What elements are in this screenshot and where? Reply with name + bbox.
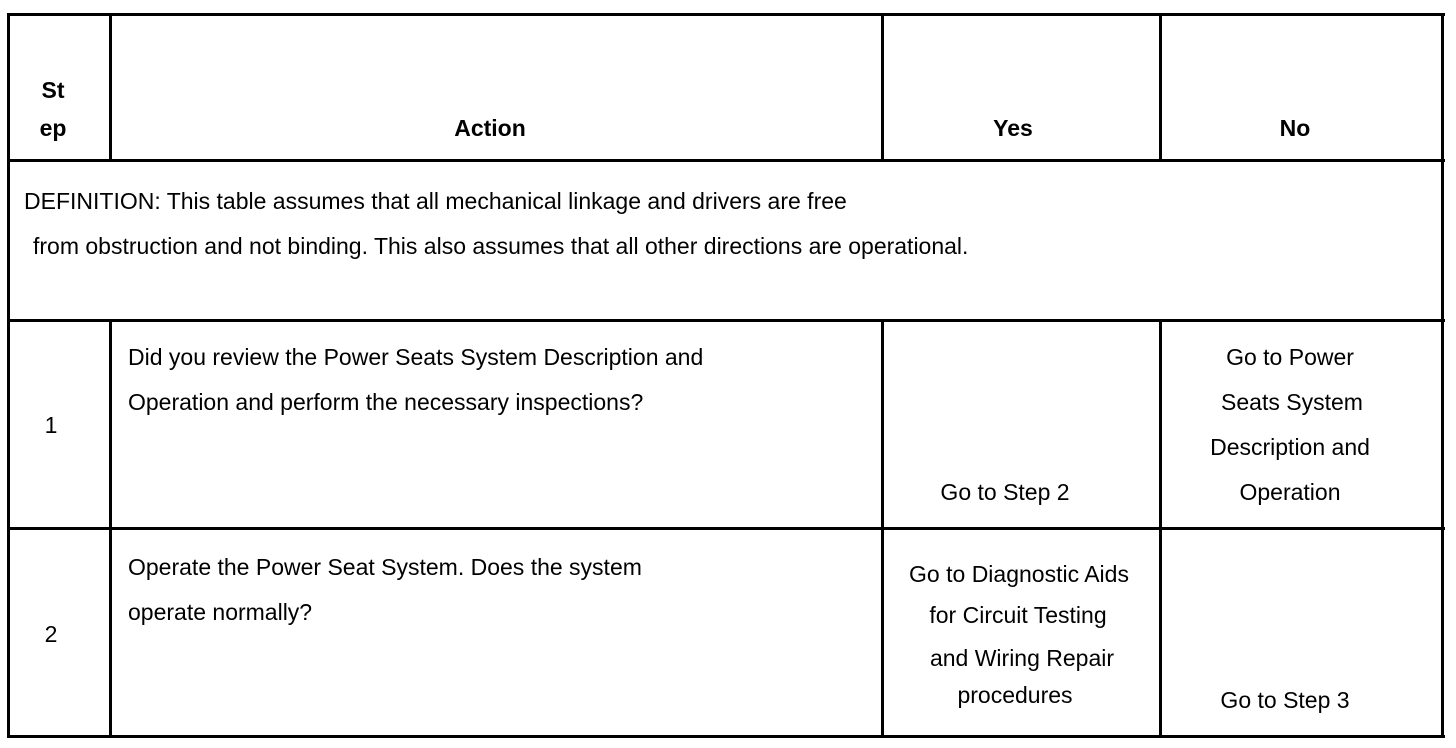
column-divider [1159,319,1162,738]
row1-yes: Go to Step 2 [940,479,1070,505]
definition-divider [7,319,1445,322]
row2-yes-line4: procedures [957,682,1073,708]
row2-action-line1: Operate the Power Seat System. Does the … [128,554,642,580]
header-step-line2: ep [39,115,67,141]
column-divider [881,319,884,738]
table-border-top [7,13,1445,16]
header-action: Action [454,115,526,141]
table-border-left [7,13,10,738]
row1-action-line1: Did you review the Power Seats System De… [128,344,704,370]
row1-no-line3: Description and [1210,434,1370,460]
column-divider [109,13,112,162]
header-no: No [1279,115,1311,141]
header-divider [7,159,1445,162]
row2-action-line2: operate normally? [128,599,313,625]
row1-action-line2: Operation and perform the necessary insp… [128,389,644,415]
table-border-right [1441,13,1444,738]
definition-line2: from obstruction and not binding. This a… [33,233,969,259]
header-step-line1: St [41,77,65,103]
row1-no-line2: Seats System [1221,389,1363,415]
row1-no-line4: Operation [1239,479,1341,505]
column-divider [1159,13,1162,162]
row-divider [7,527,1445,530]
column-divider [109,319,112,738]
row2-yes-line2: for Circuit Testing [929,602,1107,628]
column-divider [881,13,884,162]
table-border-bottom [7,735,1445,738]
row1-step: 1 [44,412,58,438]
row1-no-line1: Go to Power [1226,344,1354,370]
definition-line1: DEFINITION: This table assumes that all … [24,188,847,214]
header-yes: Yes [993,115,1033,141]
row2-step: 2 [44,621,58,647]
row2-yes-line1: Go to Diagnostic Aids [909,561,1129,587]
row2-no: Go to Step 3 [1220,687,1350,713]
row2-yes-line3: and Wiring Repair [929,645,1115,671]
